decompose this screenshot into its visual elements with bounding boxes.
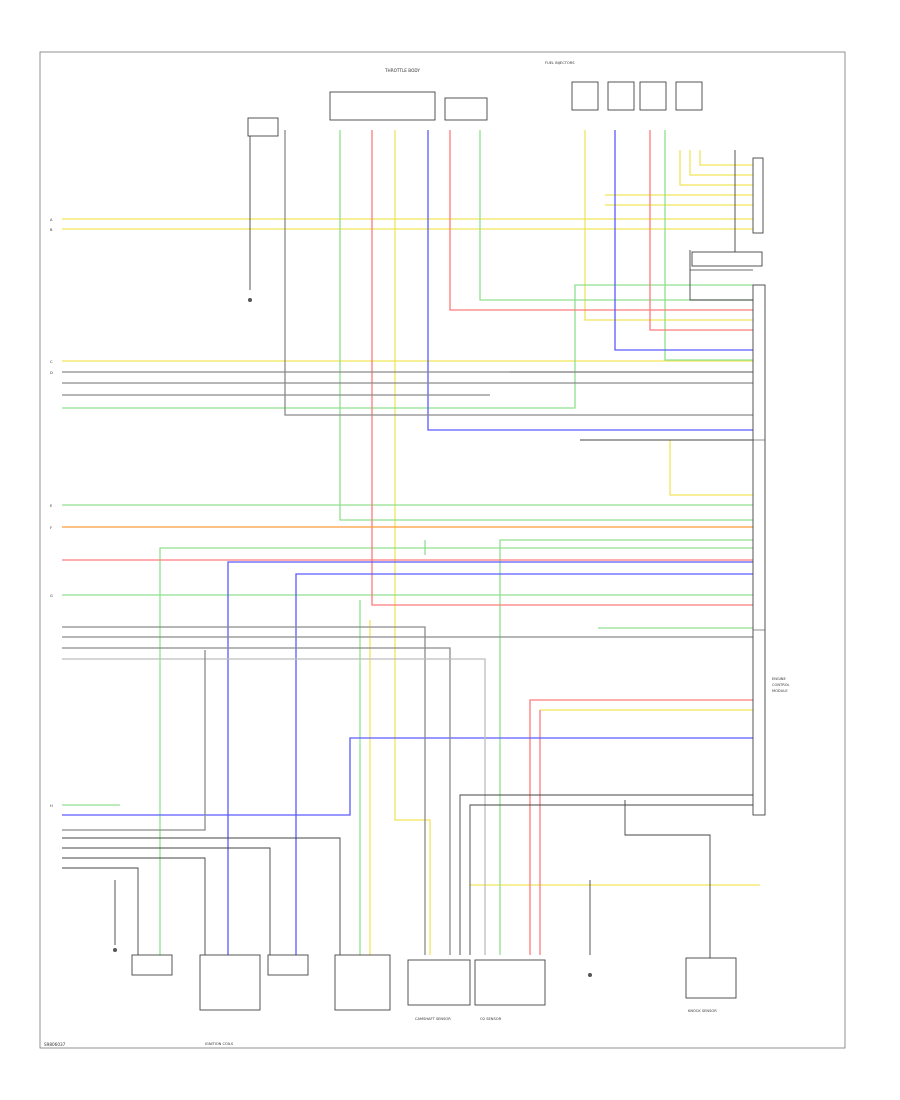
wire-green-9 xyxy=(499,539,753,955)
wire-group-green xyxy=(62,130,753,955)
coil-2 xyxy=(267,954,309,976)
pin-label-e: E xyxy=(50,504,53,508)
pin-label-c: C xyxy=(50,360,53,364)
pin-label-d: D xyxy=(50,371,53,375)
ignition-label: IGNITION COILS xyxy=(205,1042,234,1046)
diagram-ref: S9806037 xyxy=(44,1042,66,1047)
injector-1 xyxy=(571,81,599,111)
sensor-module-1 xyxy=(407,959,471,1006)
ecm-label-b: CONTROL xyxy=(772,683,790,687)
ecm-pin-strip xyxy=(752,284,766,816)
wire-black-1 xyxy=(459,794,753,955)
rt-splice xyxy=(691,251,763,267)
wire-black-6 xyxy=(62,867,139,955)
wire-red-3 xyxy=(649,130,753,331)
top-components: THROTTLE BODY FUEL INJECTORS xyxy=(247,61,703,137)
wire-green-5 xyxy=(62,284,753,409)
knock-label: KNOCK SENSOR xyxy=(688,1009,717,1013)
rt-connector-body xyxy=(752,157,764,234)
ecm-connector: ENGINE CONTROL MODULE xyxy=(752,284,790,816)
left-pin-labels: A B C D E F G H xyxy=(50,218,53,808)
wire-green-12 xyxy=(664,130,753,361)
wire-group-red xyxy=(62,130,753,955)
wire-group-gray xyxy=(62,130,753,955)
coil-pack-2 xyxy=(334,954,391,1011)
sensor-connector-1 xyxy=(247,117,279,137)
wire-black-7 xyxy=(624,800,711,960)
wire-black-4 xyxy=(62,847,271,955)
wire-black-3 xyxy=(62,837,341,955)
wire-yellow-6 xyxy=(584,130,753,321)
bottom-components: IGNITION COILS CAMSHAFT SENSOR O2 SENSOR… xyxy=(131,954,737,1046)
pin-label-b: B xyxy=(50,228,53,232)
throttle-sensor xyxy=(444,97,488,121)
wire-blue-4 xyxy=(295,573,753,955)
wire-green-1 xyxy=(339,130,753,521)
wire-gray-10 xyxy=(62,650,206,831)
wire-group-blue xyxy=(62,130,753,955)
wire-green-6 xyxy=(479,130,753,301)
sensor1-label: CAMSHAFT SENSOR xyxy=(415,1017,451,1021)
ground-dot-1 xyxy=(248,298,252,302)
wire-yellow-4 xyxy=(394,130,431,955)
wire-yellow-8 xyxy=(689,150,753,176)
wire-yellow-7 xyxy=(699,150,753,166)
wire-gray-7 xyxy=(62,658,486,955)
wire-blue-3 xyxy=(227,561,753,955)
pin-label-f: F xyxy=(50,526,52,530)
knock-sensor xyxy=(685,957,737,999)
sensor-module-2 xyxy=(474,959,546,1006)
pin-label-g: G xyxy=(50,594,53,598)
wire-red-2 xyxy=(449,130,753,311)
wire-gray-4 xyxy=(62,626,426,955)
wire-blue-2 xyxy=(614,130,753,351)
wire-black-5 xyxy=(62,857,206,955)
sensor2-label: O2 SENSOR xyxy=(480,1017,502,1021)
coil-pack-1 xyxy=(199,954,261,1011)
right-top-connector xyxy=(691,157,764,267)
ground-dot-3 xyxy=(588,973,592,977)
wire-blue-1 xyxy=(427,130,753,431)
wire-group-yellow xyxy=(62,130,760,955)
wire-gray-6 xyxy=(62,647,451,955)
ground-dot-2 xyxy=(113,948,117,952)
wire-red-1 xyxy=(371,130,753,606)
wire-yellow-9 xyxy=(679,150,753,186)
throttle-body-label: THROTTLE BODY xyxy=(384,68,420,73)
injector-3 xyxy=(639,81,667,111)
wire-black-2 xyxy=(469,804,753,955)
injectors-label: FUEL INJECTORS xyxy=(545,61,575,65)
wire-blue-5 xyxy=(62,737,753,816)
ecm-label-a: ENGINE xyxy=(772,677,786,681)
grounds xyxy=(113,298,592,977)
pin-label-a: A xyxy=(50,218,53,222)
wire-red-4 xyxy=(529,699,753,955)
wire-gray-9 xyxy=(284,130,753,416)
coil-1 xyxy=(131,954,173,976)
diagram-frame xyxy=(39,51,846,1049)
wire-green-4 xyxy=(159,547,753,955)
injector-2 xyxy=(607,81,635,111)
injector-4 xyxy=(675,81,703,111)
wire-black-9 xyxy=(689,250,753,301)
pin-label-h: H xyxy=(50,804,53,808)
ecm-label-c: MODULE xyxy=(772,689,788,693)
wire-group-black xyxy=(62,130,753,960)
throttle-body xyxy=(329,91,436,121)
wire-yellow-13 xyxy=(669,440,753,496)
